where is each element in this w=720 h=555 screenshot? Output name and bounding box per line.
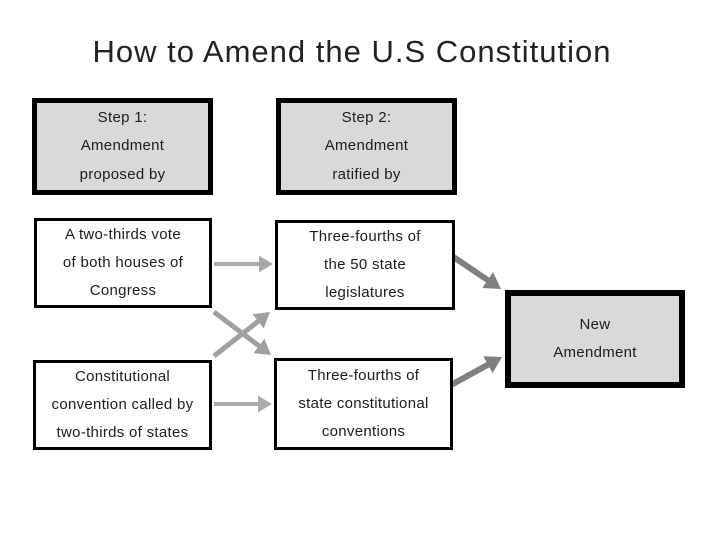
page-title: How to Amend the U.S Constitution bbox=[92, 34, 612, 69]
arrow-convention-to-legislatures bbox=[212, 312, 270, 358]
arrow-legislatures-to-new bbox=[450, 253, 501, 289]
arrow-conventions-to-new bbox=[449, 356, 502, 388]
node-step1-proposed-by: Step 1: Amendment proposed by bbox=[32, 98, 213, 195]
node-state-conventions: Three-fourths of state constitutional co… bbox=[274, 358, 453, 450]
node-step2-ratified-by: Step 2: Amendment ratified by bbox=[276, 98, 457, 195]
arrow-congress-to-legislatures bbox=[214, 255, 273, 273]
node-state-legislatures: Three-fourths of the 50 state legislatur… bbox=[275, 220, 455, 310]
arrow-congress-to-conventions bbox=[212, 310, 271, 355]
node-congress-two-thirds-vote: A two-thirds vote of both houses of Cong… bbox=[34, 218, 212, 308]
node-constitutional-convention: Constitutional convention called by two-… bbox=[33, 360, 212, 450]
node-new-amendment: New Amendment bbox=[505, 290, 685, 388]
arrow-convention-to-conventions bbox=[214, 395, 272, 413]
